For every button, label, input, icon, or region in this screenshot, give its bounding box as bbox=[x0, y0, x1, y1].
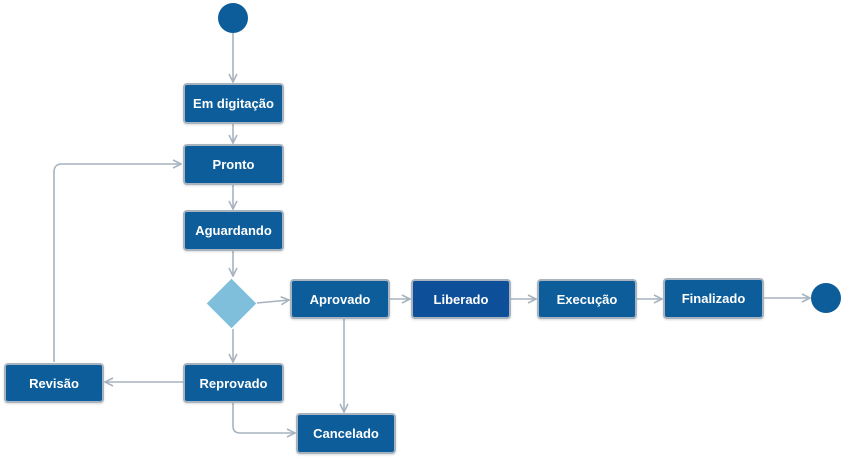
node-pronto[interactable]: Pronto bbox=[183, 144, 284, 185]
node-revisao-label: Revisão bbox=[29, 375, 79, 391]
node-finalizado-label: Finalizado bbox=[681, 291, 746, 306]
start-node bbox=[218, 3, 248, 33]
edge-revisao-to-pronto bbox=[53, 164, 181, 362]
node-aguardando-label: Aguardando bbox=[195, 223, 272, 238]
node-execucao[interactable]: Execução bbox=[537, 279, 637, 319]
node-em-digitacao[interactable]: Em digitação bbox=[183, 83, 284, 124]
node-pronto-label: Pronto bbox=[212, 157, 255, 172]
node-execucao-label: Execução bbox=[556, 291, 618, 307]
node-cancelado-label: Cancelado bbox=[313, 426, 379, 441]
node-aprovado-label: Aprovado bbox=[309, 291, 371, 307]
node-finalizado[interactable]: Finalizado bbox=[663, 278, 764, 319]
node-reprovado-label: Reprovado bbox=[199, 375, 268, 391]
edge-decision-to-aprovado bbox=[256, 300, 289, 303]
node-reprovado[interactable]: Reprovado bbox=[183, 363, 284, 403]
node-aguardando[interactable]: Aguardando bbox=[183, 210, 284, 251]
node-revisao[interactable]: Revisão bbox=[4, 363, 104, 403]
node-liberado[interactable]: Liberado bbox=[411, 279, 511, 319]
node-aprovado[interactable]: Aprovado bbox=[290, 279, 390, 319]
node-cancelado[interactable]: Cancelado bbox=[296, 413, 396, 454]
node-liberado-label: Liberado bbox=[433, 291, 489, 307]
end-node bbox=[811, 283, 841, 313]
node-em-digitacao-label: Em digitação bbox=[193, 96, 274, 111]
edge-reprovado-to-cancelado bbox=[232, 403, 295, 433]
